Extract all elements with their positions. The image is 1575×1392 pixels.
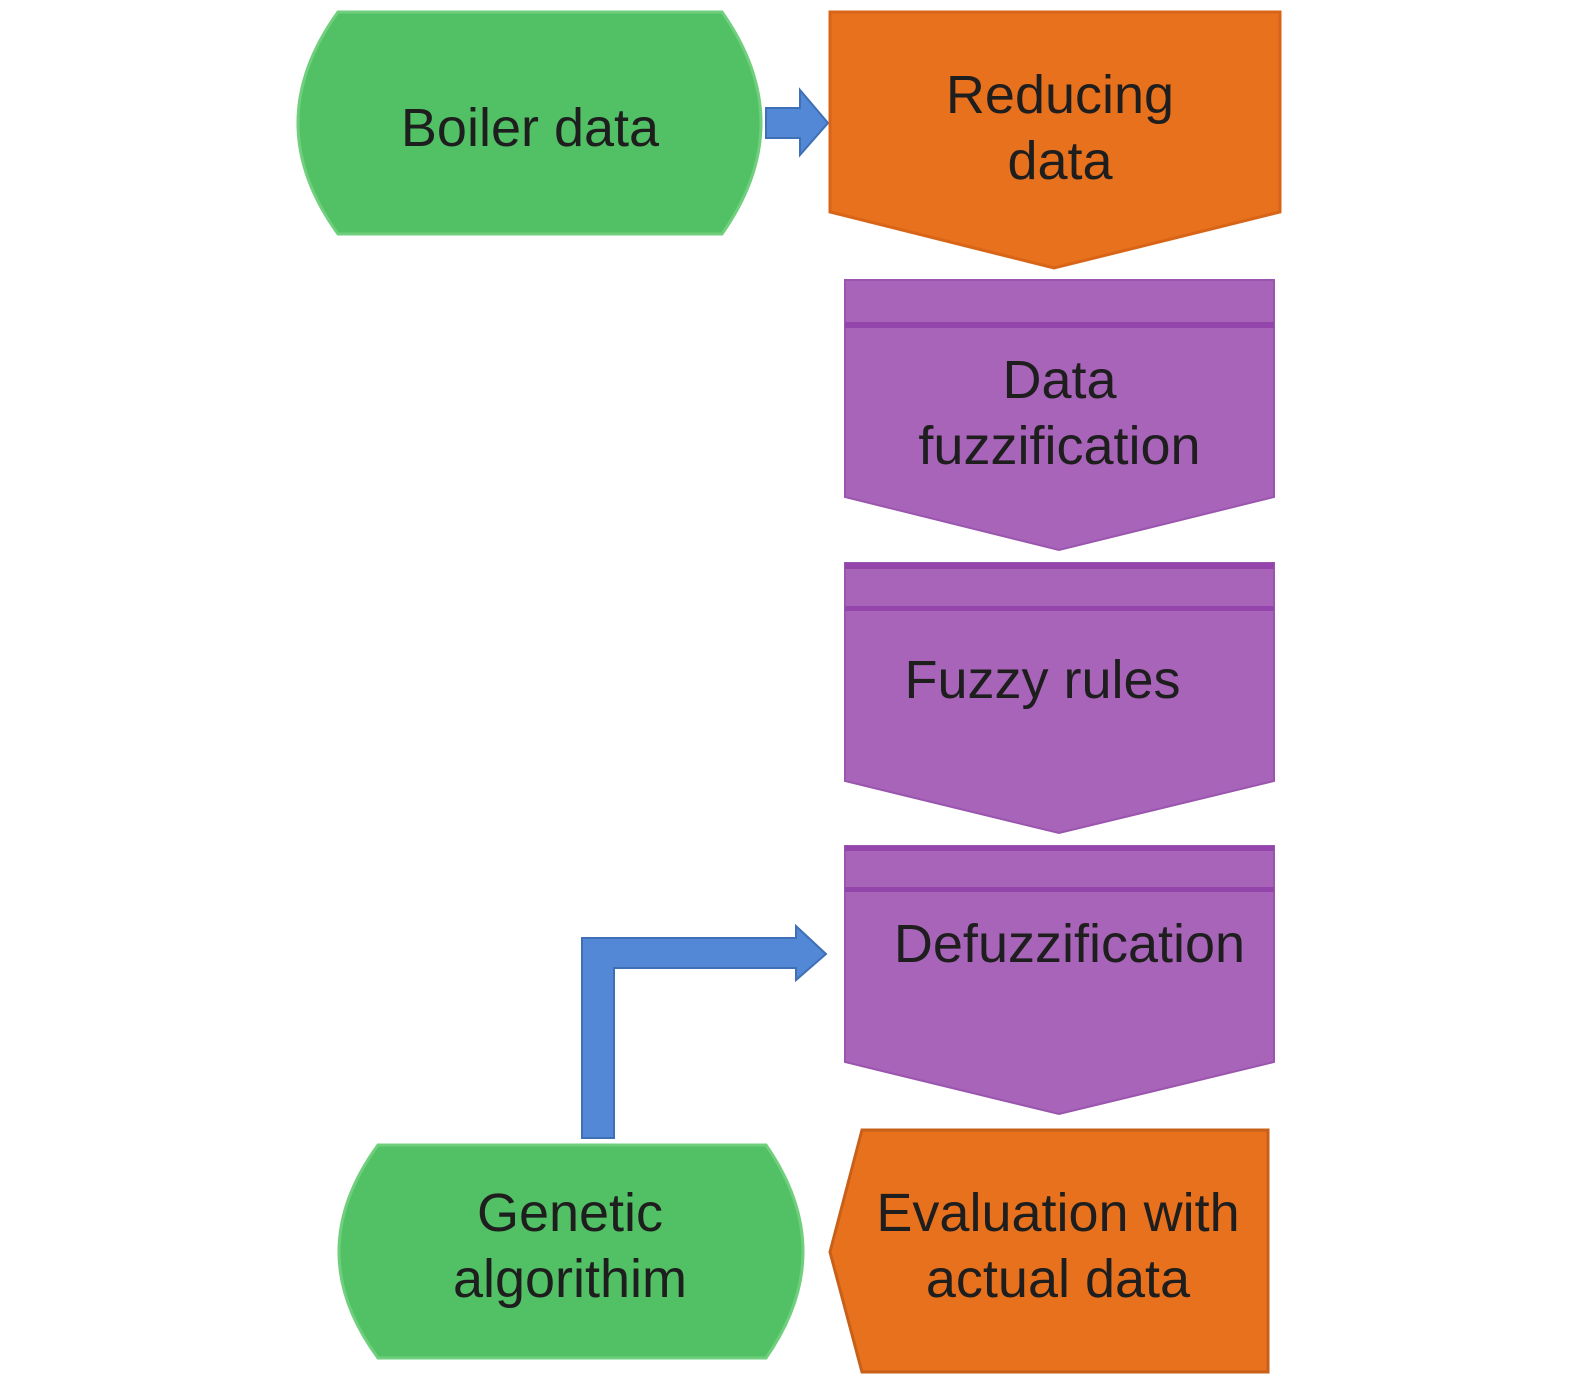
label-line: algorithim xyxy=(452,1249,688,1309)
node-evaluation-shape[interactable] xyxy=(828,1128,1270,1374)
label-line: Boiler data xyxy=(400,98,660,158)
node-data-fuzzification-shape[interactable] xyxy=(844,279,1275,552)
label-line: Data xyxy=(1002,350,1117,410)
label-line: data xyxy=(1007,131,1113,191)
label-evaluation: Evaluation with actual data xyxy=(848,1180,1268,1312)
label-line: Genetic xyxy=(476,1183,664,1243)
node-fuzzy-rules-shape[interactable] xyxy=(844,562,1275,835)
label-genetic-algorithm: Genetic algorithim xyxy=(378,1180,762,1312)
node-boiler-data-shape[interactable] xyxy=(296,10,763,236)
label-data-fuzzification: Data fuzzification xyxy=(845,347,1274,479)
arrow-genetic-to-defuzzification xyxy=(581,923,828,1139)
label-line: Evaluation with xyxy=(876,1183,1240,1243)
node-genetic-algorithm-shape[interactable] xyxy=(337,1143,805,1360)
label-line: fuzzification xyxy=(918,416,1201,476)
node-reducing-data-shape[interactable] xyxy=(828,10,1282,270)
label-fuzzy-rules: Fuzzy rules xyxy=(828,647,1257,713)
label-boiler-data: Boiler data xyxy=(338,95,722,161)
arrow-boiler-to-reducing xyxy=(765,87,830,158)
label-line: Defuzzification xyxy=(893,914,1246,974)
label-line: Fuzzy rules xyxy=(904,650,1181,710)
label-line: Reducing xyxy=(945,65,1175,125)
node-defuzzification-shape[interactable] xyxy=(844,845,1275,1116)
label-line: actual data xyxy=(925,1249,1191,1309)
label-reducing-data: Reducing data xyxy=(830,62,1290,194)
label-defuzzification: Defuzzification xyxy=(855,911,1284,977)
